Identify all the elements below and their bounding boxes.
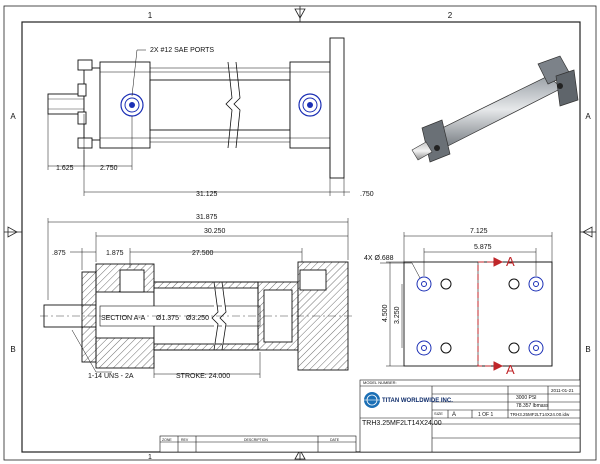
isometric-cylinder-view [411, 55, 579, 163]
zone-row-a-right: A [585, 112, 591, 121]
end-view-holes [416, 276, 544, 356]
dia-1375: Ø1.375 [156, 315, 179, 322]
part-number: TRH3.25MF2LT14X24.00 [362, 420, 442, 427]
section-view [40, 261, 352, 371]
top-view-leaders [47, 49, 350, 196]
dim-5875: 5.875 [474, 244, 492, 251]
dim-1875: 1.875 [106, 250, 124, 257]
top-view [47, 37, 345, 179]
zone-col-1-bottom: 1 [148, 454, 152, 461]
dim-31875: 31.875 [196, 214, 218, 221]
section-mark-bottom: A [506, 362, 515, 377]
dim-4500: 4.500 [382, 304, 389, 322]
company-logo [364, 392, 380, 408]
end-view [386, 261, 553, 367]
filename-value: TRH3.25MF2LT14X24.00.idw [510, 412, 570, 417]
rev-col-description: DESCRIPTION [244, 438, 268, 442]
dim-31125: 31.125 [196, 191, 218, 198]
zone-col-1-top: 1 [148, 11, 153, 20]
rev-col-rev: REV [181, 438, 189, 442]
end-view-dimensions [380, 232, 553, 366]
zone-col-2-top: 2 [448, 11, 453, 20]
hole-note: 4X Ø.688 [364, 255, 394, 262]
dim-7125: 7.125 [470, 228, 488, 235]
title-block [159, 379, 581, 453]
section-mark-top: A [506, 254, 515, 269]
dim-3250: 3.250 [394, 306, 401, 324]
size-label: SIZE [434, 411, 443, 416]
zone-row-a-left: A [10, 112, 16, 121]
section-label: SECTION A-A [101, 315, 146, 322]
rev-col-zone: ZONE [162, 438, 172, 442]
stroke-note: STROKE: 24.000 [176, 373, 230, 380]
dim-2750: 2.750 [100, 165, 118, 172]
pressure-value: 3000 PSI [516, 395, 537, 401]
company-name: TITAN WORLDWIDE INC. [382, 398, 453, 404]
port-left [120, 93, 144, 117]
section-view-dimensions [47, 218, 349, 378]
dim-30250: 30.250 [204, 228, 226, 235]
dim-1625: 1.625 [56, 165, 74, 172]
zone-row-b-right: B [585, 345, 590, 354]
dim-750: .750 [360, 191, 374, 198]
size-value: A [452, 412, 456, 418]
weight-value: 78.357 lbmass [516, 403, 549, 409]
port-note: 2X #12 SAE PORTS [150, 47, 214, 54]
section-cut-line [477, 257, 504, 371]
thread-note: 1-14 UNS - 2A [88, 373, 134, 380]
dim-27500: 27.500 [192, 250, 214, 257]
port-right [298, 93, 322, 117]
rev-col-date: DATE [330, 438, 340, 442]
zone-row-b-left: B [10, 345, 15, 354]
date-value: 2011-01-21 [551, 388, 574, 393]
dia-3250: Ø3.250 [186, 315, 209, 322]
sheet-value: 1 OF 1 [478, 412, 494, 418]
dim-875: .875 [52, 250, 66, 257]
model-number-label: MODEL NUMBER: [363, 380, 397, 385]
